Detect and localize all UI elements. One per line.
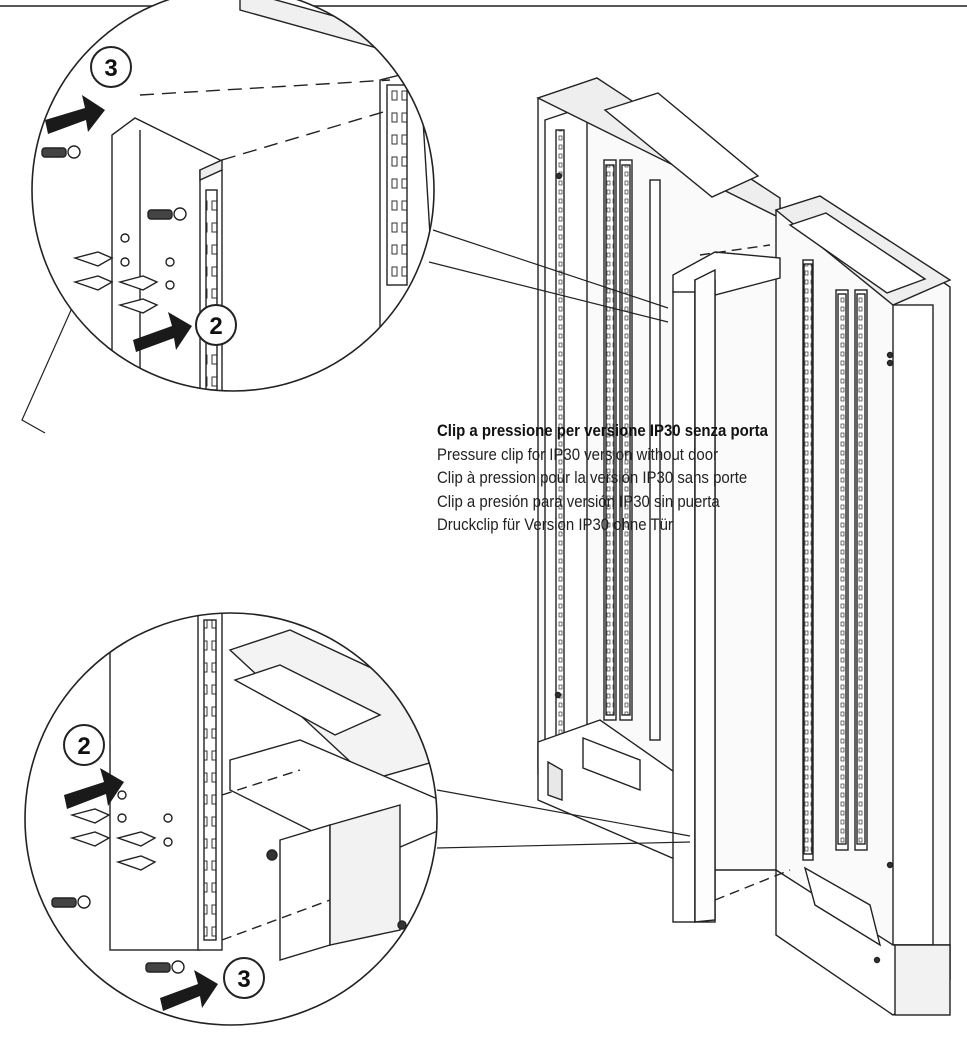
top-step-2-arrow: [133, 312, 192, 352]
bottom-step-2-badge: 2: [63, 724, 105, 766]
leader-lines: [21, 229, 691, 849]
cabinet-illustration: [536, 77, 952, 1016]
caption-spanish: Clip a presión para versión IP30 sin pue…: [437, 491, 720, 511]
caption-italian: Clip a pressione per versione IP30 senza…: [437, 421, 768, 440]
top-step-2-number: 2: [209, 313, 222, 340]
top-step-3-number: 3: [104, 55, 117, 82]
caption-english: Pressure clip for IP30 version without d…: [437, 444, 719, 464]
caption-german: Druckclip für Version IP30 ohne Tür: [437, 515, 673, 534]
multilingual-caption: Clip a pressione per versione IP30 senza…: [437, 419, 957, 537]
top-detail-circle: [31, 0, 435, 392]
bottom-step-2-number: 2: [77, 733, 90, 760]
bottom-step-2-arrow: [64, 768, 124, 809]
bottom-step-3-number: 3: [237, 966, 250, 993]
bottom-step-3-arrow: [160, 970, 218, 1011]
caption-french: Clip à pression pour la version IP30 san…: [437, 468, 748, 487]
top-step-3-arrow: [45, 95, 105, 134]
bottom-detail-view: [25, 613, 437, 1025]
top-step-2-badge: 2: [195, 304, 237, 346]
bottom-step-3-badge: 3: [223, 957, 265, 999]
top-step-3-badge: 3: [90, 46, 132, 88]
bottom-detail-circle: [24, 612, 438, 1026]
